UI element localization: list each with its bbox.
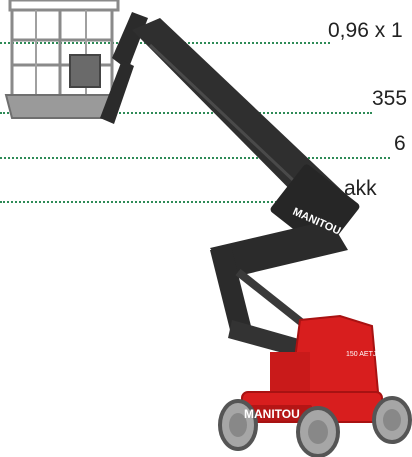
spec-leader-line-2 <box>0 112 372 114</box>
wheels <box>218 396 412 457</box>
spec-leader-line-4 <box>0 201 340 203</box>
chassis-brand-label: MANITOU <box>244 407 300 421</box>
spec-value-3: 6 <box>394 132 406 155</box>
jib-arm <box>100 12 148 124</box>
platform-basket <box>4 0 120 119</box>
spec-platform-size: 0,96 x 1 <box>328 19 403 42</box>
spec-value-4: akk <box>344 177 377 200</box>
spec-leader-line-3 <box>0 157 390 159</box>
model-badge: 150 AETJ <box>346 351 376 358</box>
spec-value-2: 355 <box>372 87 408 110</box>
upper-boom <box>132 18 360 252</box>
